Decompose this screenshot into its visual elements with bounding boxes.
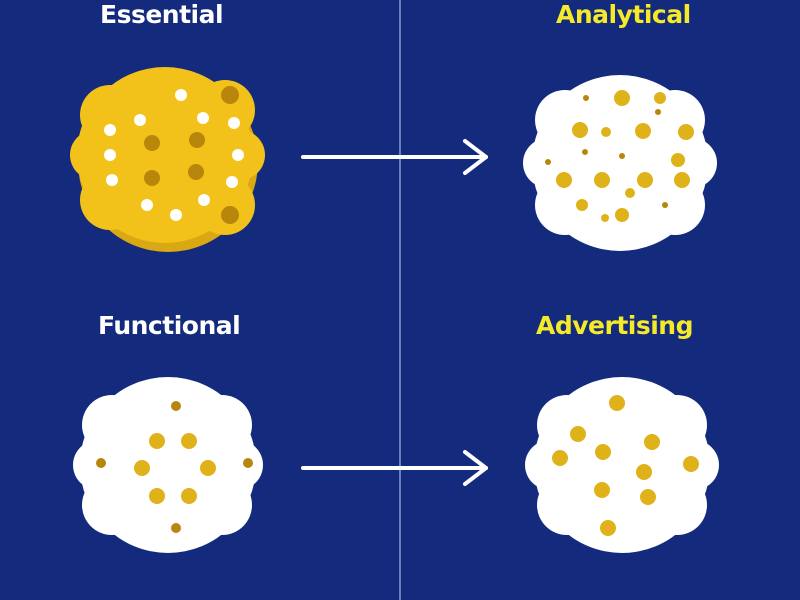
arrow-right-icon xyxy=(301,450,488,486)
functional-cookie-icon xyxy=(73,377,263,553)
functional-label: Functional xyxy=(98,311,241,340)
essential-cookie-icon xyxy=(70,67,265,252)
essential-label: Essential xyxy=(100,0,224,29)
analytical-label: Analytical xyxy=(556,0,691,29)
advertising-cookie-icon xyxy=(525,377,719,553)
arrow-right-icon xyxy=(301,139,488,175)
advertising-label: Advertising xyxy=(536,311,694,340)
analytical-cookie-icon xyxy=(523,75,717,251)
